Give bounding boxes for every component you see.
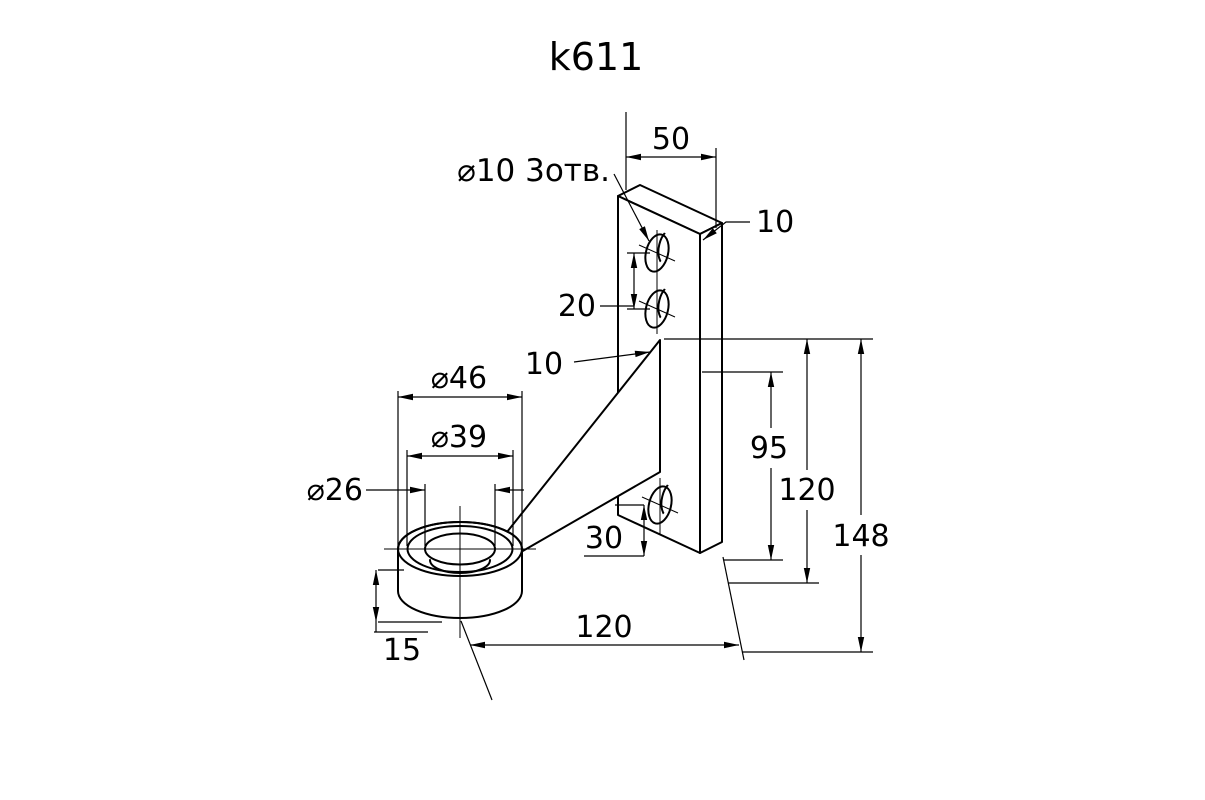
dim-boss-bore-26: ⌀26 — [307, 473, 524, 546]
dim-label: ⌀26 — [307, 473, 363, 508]
leader-line — [573, 350, 651, 363]
dim-height-148: 148 — [742, 339, 898, 653]
plate-side-face — [699, 222, 723, 554]
dim-hole-pitch-20: 20 — [558, 252, 650, 324]
label-mask — [824, 515, 898, 555]
dim-plate-thickness-10: 10 — [702, 205, 794, 241]
dim-label: 50 — [652, 122, 690, 157]
dim-plate-width-50: 50 — [625, 112, 717, 228]
hole-2-front-edge — [644, 289, 670, 329]
dim-label: 148 — [832, 519, 889, 554]
dim-label: 20 — [558, 289, 596, 324]
leader-line — [613, 173, 650, 242]
dim-rib-thickness-10: 10 — [525, 347, 651, 382]
part-number-title: k611 — [549, 35, 644, 79]
dim-height-120: 120 — [664, 338, 873, 584]
extension-line — [460, 620, 493, 701]
bracket-part — [384, 184, 723, 638]
dim-hole-offset-30: 30 — [584, 504, 648, 557]
hole-3-front-edge — [647, 485, 673, 525]
dim-base-width-120: 120 — [460, 556, 745, 701]
dim-label: 120 — [778, 473, 835, 508]
leader-line — [702, 221, 750, 241]
dim-boss-outer-46: ⌀46 — [397, 361, 523, 546]
holes-note-label: ⌀10 3отв. — [457, 153, 610, 189]
note-holes: ⌀10 3отв. — [457, 153, 650, 242]
extension-line — [722, 556, 745, 661]
dim-boss-height-15: 15 — [372, 569, 442, 668]
dim-label: ⌀39 — [431, 420, 487, 455]
dim-label: ⌀46 — [431, 361, 487, 396]
dim-label: 10 — [525, 347, 563, 382]
dim-label: 95 — [750, 431, 788, 466]
dim-label: 120 — [575, 610, 632, 645]
hole-1-front-edge — [644, 233, 670, 273]
dim-label: 10 — [756, 205, 794, 240]
hole-1-cross-centerline — [638, 244, 676, 262]
dim-label: 15 — [383, 633, 421, 668]
hole-3-cross-centerline — [641, 496, 679, 514]
dim-height-95: 95 — [702, 371, 794, 561]
dim-boss-rim-39: ⌀39 — [406, 420, 514, 546]
hole-2-cross-centerline — [638, 300, 676, 318]
label-mask — [773, 470, 841, 510]
label-mask — [744, 428, 794, 468]
dim-label: 30 — [585, 521, 623, 556]
